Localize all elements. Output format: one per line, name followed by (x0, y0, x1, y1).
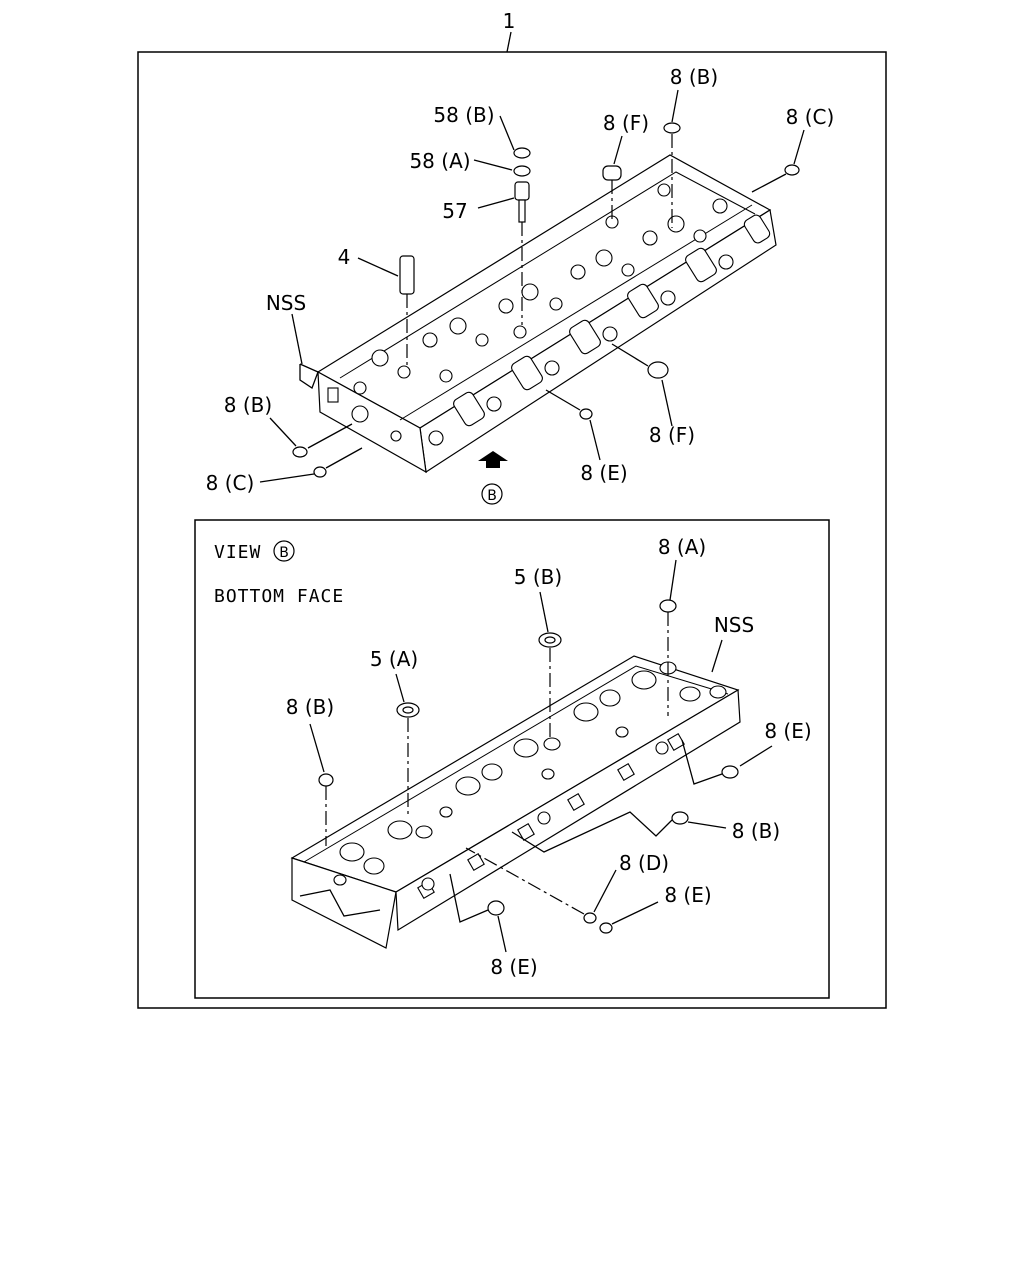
assembly-number: 1 (503, 9, 516, 33)
injector-sleeve-57 (514, 181, 530, 325)
cylinder-head-bottom (290, 655, 741, 949)
view-b-arrow (478, 451, 508, 468)
label-nss-upper: NSS (266, 291, 306, 315)
label-8e-inset-right: 8 (E) (764, 719, 811, 743)
plug-8e-inset-bottom (487, 900, 505, 916)
washer-58a (513, 165, 531, 177)
plug-8d (583, 912, 597, 924)
plug-8b-inset-left (318, 773, 334, 787)
plug-8b-top (663, 122, 681, 134)
plug-8e-inset-right (721, 765, 739, 779)
label-8e-inset-mid: 8 (E) (664, 883, 711, 907)
label-5b: 5 (B) (514, 565, 562, 589)
plug-8b-left (292, 446, 308, 458)
inset-view-marker (273, 540, 295, 562)
plug-8a (659, 599, 677, 613)
label-8d: 8 (D) (619, 851, 669, 875)
label-57: 57 (442, 199, 467, 223)
label-8c-top: 8 (C) (786, 105, 835, 129)
seal-5a (396, 702, 420, 818)
cylinder-head-top (299, 154, 777, 474)
label-nss-inset: NSS (714, 613, 754, 637)
label-8b-top: 8 (B) (670, 65, 718, 89)
top-face-bosses (353, 183, 728, 395)
label-8e-inset-bottom: 8 (E) (490, 955, 537, 979)
side-ports (428, 214, 771, 446)
bottom-face-holes (333, 661, 727, 886)
label-8f-right: 8 (F) (649, 423, 695, 447)
svg-text:B: B (279, 545, 289, 561)
label-8c-left: 8 (C) (206, 471, 255, 495)
bottom-side-ports (417, 733, 685, 899)
label-8b-left: 8 (B) (224, 393, 272, 417)
label-58a: 58 (A) (409, 149, 470, 173)
label-8b-inset-right: 8 (B) (732, 819, 780, 843)
seal-5b (538, 632, 562, 740)
label-8f-top: 8 (F) (603, 111, 649, 135)
plug-8f-top (602, 165, 622, 181)
label-5a: 5 (A) (370, 647, 418, 671)
label-8e-upper: 8 (E) (580, 461, 627, 485)
label-58b: 58 (B) (433, 103, 494, 127)
stud-4 (399, 255, 415, 368)
label-4: 4 (338, 245, 351, 269)
label-8a: 8 (A) (658, 535, 706, 559)
inset-title-bottom-face: BOTTOM FACE (214, 586, 344, 607)
plug-8e-upper (579, 408, 593, 420)
view-b-marker (481, 483, 503, 505)
label-8b-inset-left: 8 (B) (286, 695, 334, 719)
washer-58b (513, 147, 531, 159)
inset-frame (194, 519, 830, 999)
plug-8e-inset-mid (599, 922, 613, 934)
plug-8c-left (313, 466, 327, 478)
svg-text:B: B (487, 488, 497, 504)
inset-title-view: VIEW (214, 542, 261, 563)
plug-8c-top (784, 164, 800, 176)
plug-8b-inset-right (671, 811, 689, 825)
plug-8f-right (647, 361, 669, 379)
outer-frame (137, 51, 887, 1009)
